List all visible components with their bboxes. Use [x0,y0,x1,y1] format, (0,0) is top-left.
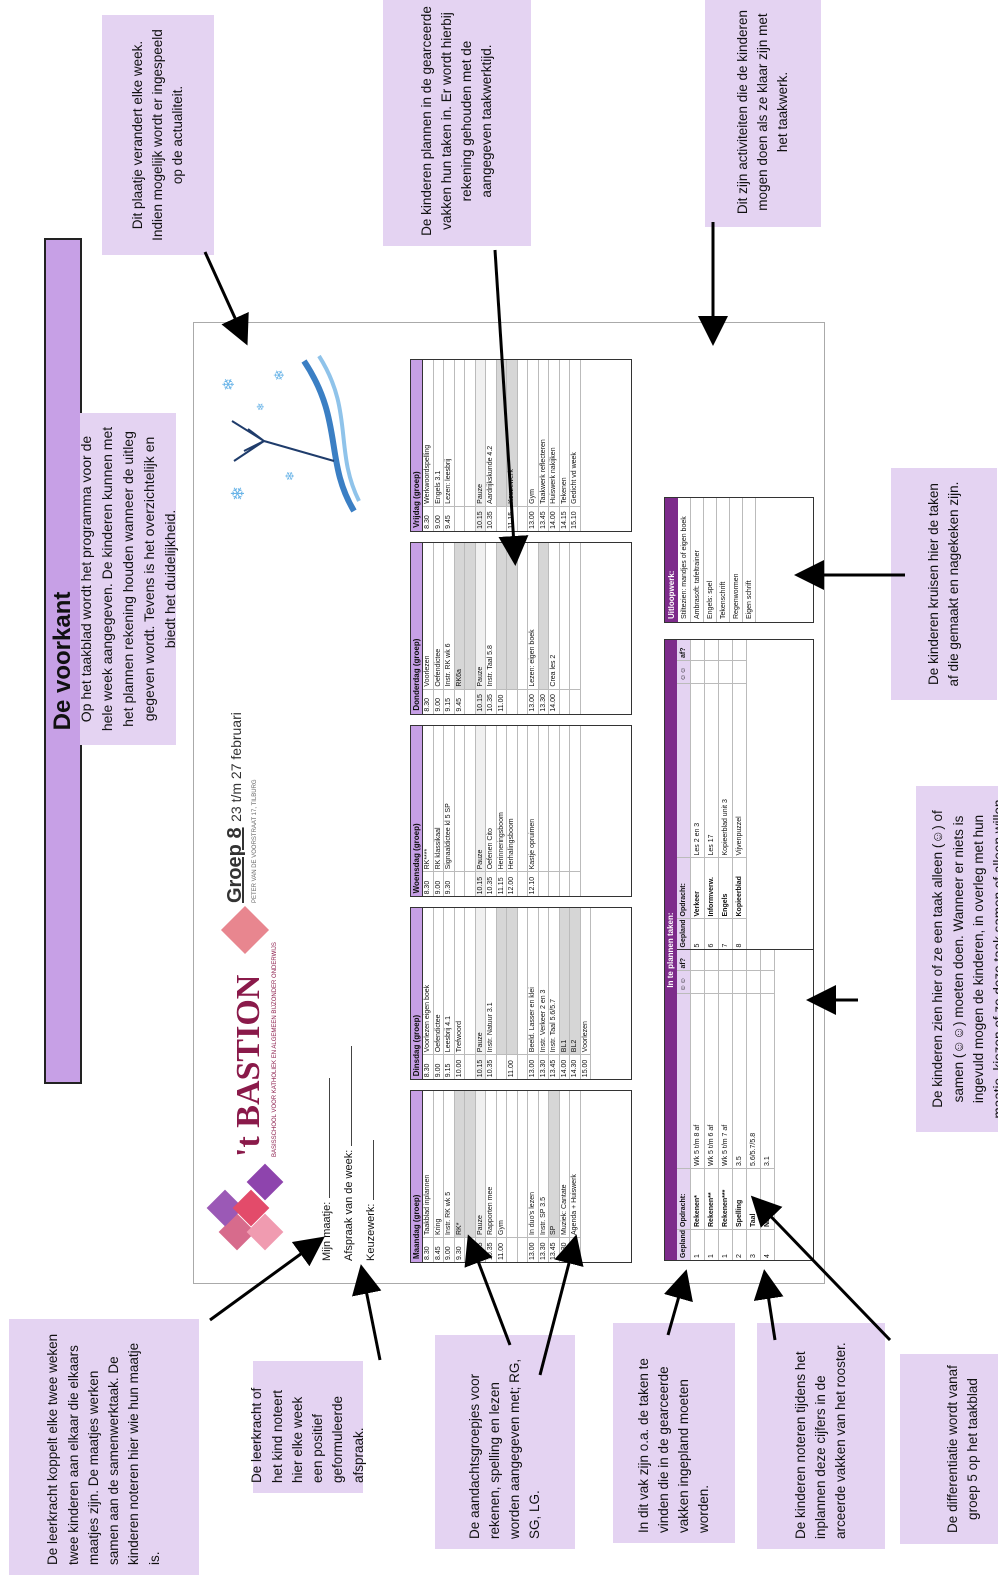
svg-text:❄: ❄ [271,369,287,381]
arrow-aandacht-1 [464,1234,512,1346]
winter-tree-image: ❄ ❄ ❄ ❄ ❄ [221,354,361,513]
arrow-plaatje [203,251,249,346]
arrow-vak [664,1269,693,1336]
arrow-aandacht-2 [538,1234,584,1376]
svg-text:❄: ❄ [221,378,238,391]
svg-text:❄: ❄ [283,471,297,481]
arrow-plannen [493,249,529,566]
svg-text:❄: ❄ [256,403,267,411]
arrow-maatje [209,1236,325,1322]
taakblad-content: 't BASTION BASISSCHOOL VOOR KATHOLIEK EN… [196,325,822,1281]
arrow-noteren [753,1269,784,1341]
arrow-afspraak [351,1264,382,1361]
arrow-differentiatie [750,1195,892,1342]
svg-text:❄: ❄ [228,486,248,501]
